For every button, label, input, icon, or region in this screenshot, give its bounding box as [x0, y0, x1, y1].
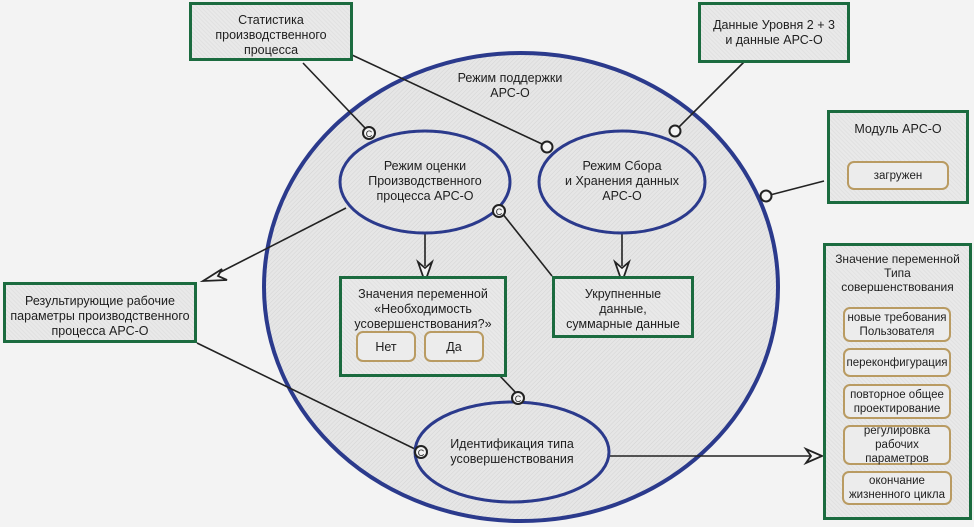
option-no[interactable]: Нет — [356, 331, 416, 362]
collection-mode-ellipse[interactable] — [537, 129, 707, 235]
statistics-box[interactable]: Статистика производственного процесса — [189, 2, 353, 61]
svg-text:C: C — [418, 448, 425, 458]
aggregated-data-text: Укрупненные данные, суммарные данные — [566, 287, 680, 331]
consume-marker-evaluation: C — [492, 204, 506, 218]
consume-marker-result: C — [414, 445, 428, 459]
connector-result-to-identification — [196, 342, 418, 451]
connection-circle-leveldata — [668, 124, 682, 138]
svg-text:C: C — [515, 394, 522, 404]
result-params-text: Результирующие рабочие параметры произво… — [10, 294, 190, 338]
connector-statistics-to-evaluation — [302, 62, 367, 130]
support-mode-label: Режим поддержки АРС-О — [457, 71, 563, 100]
level-data-box[interactable]: Данные Уровня 2 + 3 и данные АРС-О — [698, 2, 850, 63]
improvement-type-title: Значение переменной Типа совершенствован… — [835, 252, 960, 294]
level-data-text: Данные Уровня 2 + 3 и данные АРС-О — [713, 18, 835, 47]
connection-circle-module — [759, 189, 773, 203]
result-params-box[interactable]: Результирующие рабочие параметры произво… — [3, 282, 197, 343]
connector-evaluation-to-result — [202, 207, 347, 282]
statistics-text: Статистика производственного процесса — [215, 13, 327, 57]
arrowhead-to-aggregated — [613, 259, 631, 285]
arrowhead-to-result — [199, 268, 228, 283]
module-title: Модуль АРС-О — [854, 122, 942, 136]
svg-text:C: C — [366, 129, 373, 139]
module-state-badge: загружен — [847, 161, 949, 190]
evaluation-mode-ellipse[interactable] — [338, 129, 512, 235]
consume-marker-statistics: C — [362, 126, 376, 140]
type-option-reconfiguration[interactable]: переконфигурация — [843, 348, 951, 377]
collection-mode-label: Режим Сбора и Хранения данных АРС-О — [565, 159, 679, 203]
arrowhead-to-type — [803, 446, 825, 466]
identification-label: Идентификация типа усовершенствования — [450, 437, 574, 466]
connector-module-to-support — [769, 180, 825, 196]
need-improvement-title: Значения переменной «Необходимость усове… — [354, 287, 492, 331]
arrowhead-to-need — [416, 259, 434, 285]
aggregated-data-box[interactable]: Укрупненные данные, суммарные данные — [552, 276, 694, 338]
connector-statistics-to-collection — [351, 54, 543, 145]
svg-text:C: C — [496, 207, 503, 217]
type-option-parameter-tuning[interactable]: регулировка рабочих параметров — [843, 425, 951, 465]
option-yes[interactable]: Да — [424, 331, 484, 362]
evaluation-mode-label: Режим оценки Производственного процесса … — [368, 159, 482, 203]
type-option-redesign[interactable]: повторное общее проектирование — [843, 384, 951, 419]
connection-circle-collection — [540, 140, 554, 154]
type-option-new-requirements[interactable]: новые требования Пользователя — [843, 307, 951, 342]
connector-leveldata-to-collection — [677, 61, 745, 129]
type-option-end-of-life[interactable]: окончание жизненного цикла — [842, 471, 952, 505]
consume-marker-yes: C — [511, 391, 525, 405]
connector-evaluation-to-aggregated — [501, 212, 553, 277]
